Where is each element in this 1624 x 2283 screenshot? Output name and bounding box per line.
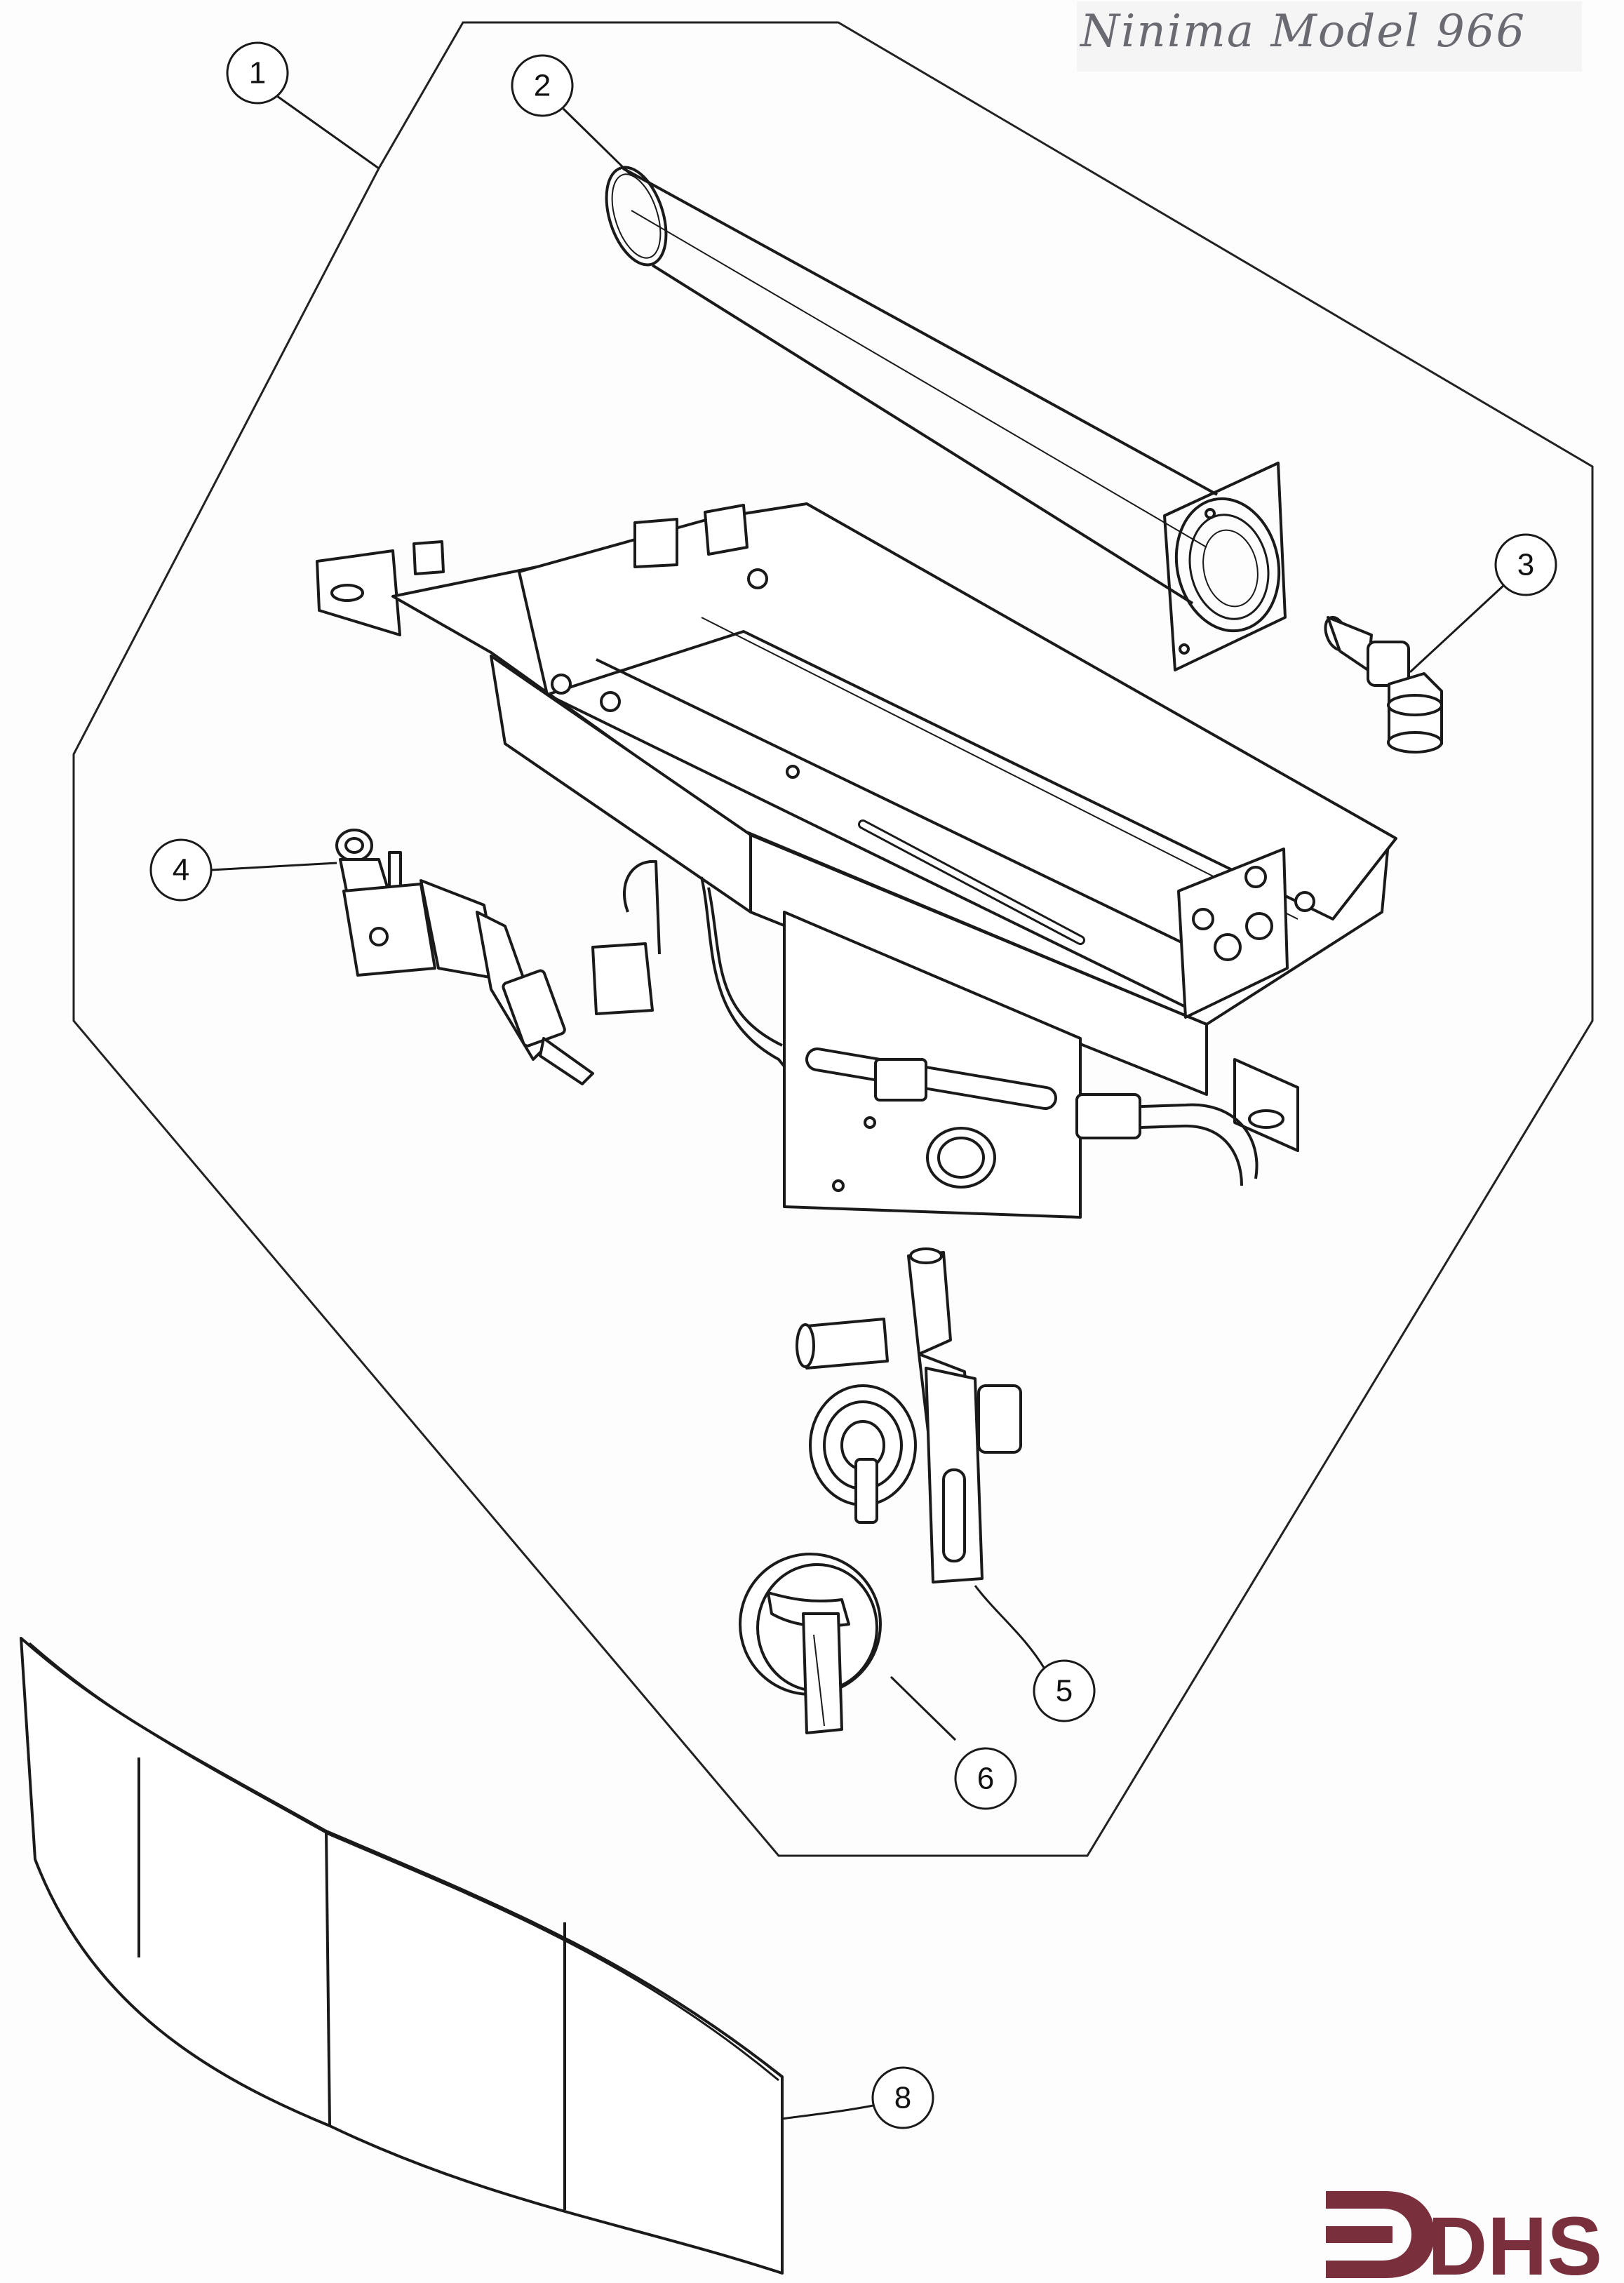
callout-3: 3 xyxy=(1494,533,1557,596)
assembly-boundary xyxy=(72,21,1594,1857)
callout-4-label: 4 xyxy=(173,853,189,888)
callout-6-label: 6 xyxy=(977,1762,994,1796)
callout-8: 8 xyxy=(871,2066,934,2129)
pilot-assembly-drawing xyxy=(335,829,594,1085)
callout-3-label: 3 xyxy=(1517,548,1534,582)
dhs-logo: DHS xyxy=(1326,2191,1602,2283)
callout-1-label: 1 xyxy=(249,56,266,91)
callout-6: 6 xyxy=(954,1747,1017,1810)
leader-lines xyxy=(210,95,1506,2120)
panel-drawing xyxy=(20,1637,784,2275)
handwritten-note-background xyxy=(1077,1,1582,72)
callout-2: 2 xyxy=(511,54,574,117)
elbow-fitting-drawing xyxy=(1324,615,1443,754)
gas-valve-drawing xyxy=(796,1247,1022,1584)
handwritten-note: Ninima Model 966 xyxy=(1080,6,1526,58)
mounting-plate-drawing xyxy=(591,859,1259,1219)
callout-1: 1 xyxy=(226,41,289,105)
callout-4: 4 xyxy=(149,838,213,902)
callout-5: 5 xyxy=(1033,1659,1096,1722)
control-knob-drawing xyxy=(739,1553,882,1734)
dhs-logo-text: DHS xyxy=(1428,2200,1602,2283)
dhs-logo-mark xyxy=(1326,2191,1435,2278)
callout-8-label: 8 xyxy=(894,2081,911,2115)
burner-tray-drawing xyxy=(316,502,1397,1152)
combustion-tube-drawing xyxy=(605,166,1287,671)
callout-2-label: 2 xyxy=(534,69,551,103)
callout-5-label: 5 xyxy=(1056,1674,1073,1708)
